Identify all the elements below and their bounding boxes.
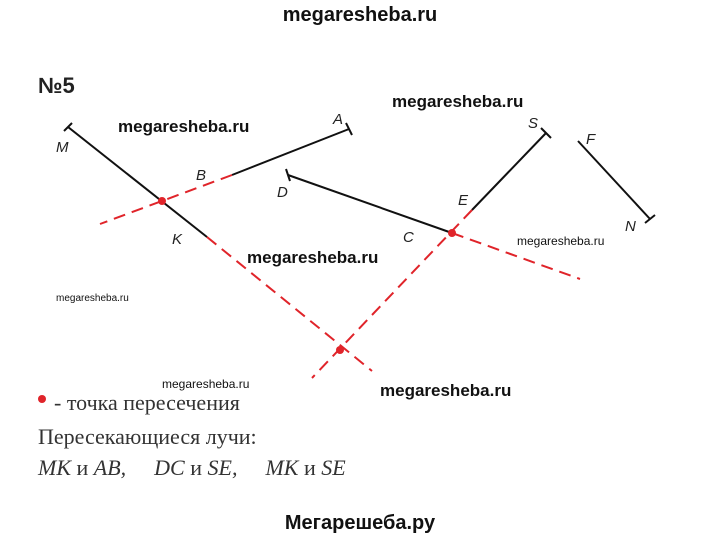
ray-dc-end-tick: [285, 168, 291, 182]
watermark-3: megaresheba.ru: [517, 234, 605, 248]
legend-intersection: - точка пересечения: [38, 390, 240, 416]
intersection-dot-icon: [38, 395, 46, 403]
ray-se-segment: [471, 132, 547, 211]
ray-ab-end-tick: [345, 122, 353, 136]
site-footer-watermark: Мегарешеба.ру: [284, 512, 436, 534]
point-label-d: D: [277, 184, 288, 201]
point-label-c: C: [403, 229, 414, 246]
site-header-watermark: megaresheba.ru: [282, 4, 438, 26]
point-label-k: K: [172, 231, 183, 248]
point-label-s: S: [528, 115, 538, 132]
ray-mk-extension: [206, 236, 373, 372]
intersection-dc-se: [448, 229, 456, 237]
answer-pair-3: MK и SE: [265, 455, 346, 480]
task-number: №5: [38, 73, 75, 98]
ray-fn-segment: [577, 140, 651, 220]
answer-pairs: MK и AB, DC и SE, MK и SE: [38, 455, 346, 481]
ray-se-end-tick: [540, 127, 552, 139]
answer-title: Пересекающиеся лучи:: [38, 424, 257, 449]
point-label-n: N: [625, 218, 636, 235]
ray-dc-segment: [287, 174, 453, 234]
ray-se-extension: [311, 209, 473, 379]
watermark-2: megaresheba.ru: [118, 117, 250, 136]
answer-pair-1: MK и AB,: [38, 455, 127, 480]
point-label-f: F: [586, 131, 596, 148]
ray-ab-segment: [231, 128, 350, 176]
point-label-a: A: [332, 111, 343, 128]
ray-mk-end-tick: [63, 122, 73, 132]
watermark-1: megaresheba.ru: [392, 92, 524, 111]
ray-fn-end-tick: [644, 214, 656, 224]
watermark-6: megaresheba.ru: [162, 377, 250, 391]
point-label-e: E: [458, 192, 469, 209]
watermark-4: megaresheba.ru: [247, 248, 379, 267]
ray-mk-segment: [67, 126, 208, 238]
answer-pair-2: DC и SE,: [154, 455, 238, 480]
watermark-5: megaresheba.ru: [56, 293, 129, 304]
point-label-m: M: [56, 139, 69, 156]
intersection-mk-ab: [158, 197, 166, 205]
intersection-mk-se: [336, 346, 344, 354]
watermark-7: megaresheba.ru: [380, 381, 512, 400]
legend-text: - точка пересечения: [54, 390, 240, 415]
point-label-b: B: [196, 167, 206, 184]
ray-dc-extension: [451, 232, 581, 280]
ray-ab-extension: [99, 174, 233, 225]
